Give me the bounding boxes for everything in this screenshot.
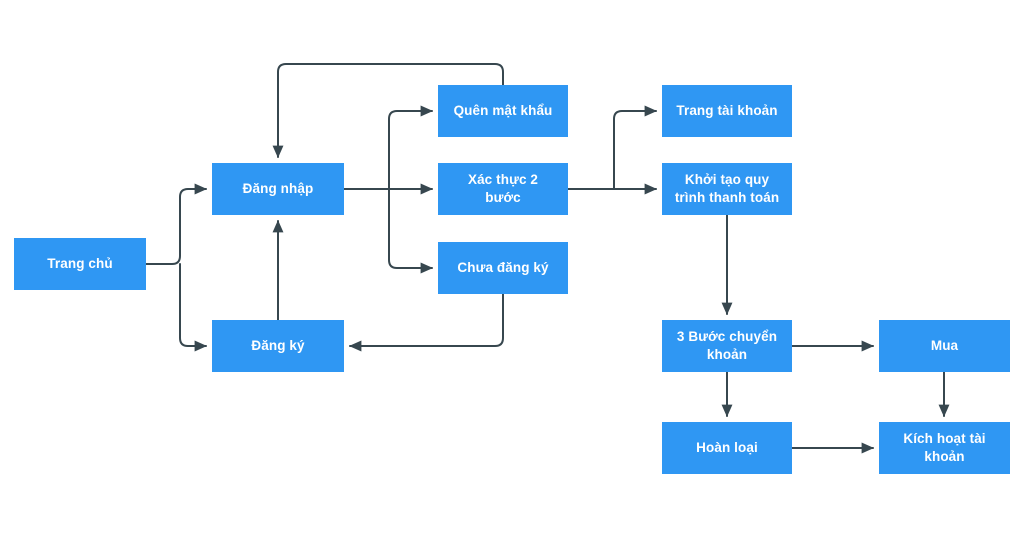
edge-trang-chu-to-dang-nhap [145,183,207,265]
node-khoi-tao-quy-trinh-thanh-toan[interactable]: Khởi tạo quy trình thanh toán [662,163,792,215]
node-kich-hoat-tai-khoan[interactable]: Kích hoạt tài khoản [879,422,1010,474]
node-label: Đăng nhập [242,181,314,197]
node-trang-tai-khoan[interactable]: Trang tài khoản [662,85,792,137]
node-label: Xác thực 2 bước [467,172,539,205]
edge-chua-dang-ky-to-dang-ky [349,293,504,352]
node-label: Khởi tạo quy trình thanh toán [674,172,780,205]
node-dang-ky[interactable]: Đăng ký [212,320,344,372]
node-label: Quên mật khẩu [453,103,553,119]
edge-quen-mat-khau-to-dang-nhap [272,63,504,158]
node-quen-mat-khau[interactable]: Quên mật khẩu [438,85,568,137]
node-dang-nhap[interactable]: Đăng nhập [212,163,344,215]
node-label: 3 Bước chuyển khoản [676,329,778,362]
node-3-buoc-chuyen-khoan[interactable]: 3 Bước chuyển khoản [662,320,792,372]
node-trang-chu[interactable]: Trang chủ [14,238,146,290]
edge-dang-nhap-to-quen-mat-khau [388,105,433,190]
node-label: Mua [930,338,959,354]
edge-dang-nhap-to-chua-dang-ky [388,188,433,274]
node-label: Chưa đăng ký [457,260,549,276]
node-label: Đăng ký [251,338,305,354]
node-mua[interactable]: Mua [879,320,1010,372]
node-xac-thuc-2-buoc[interactable]: Xác thực 2 bước [438,163,568,215]
node-label: Trang tài khoản [676,103,778,119]
node-chua-dang-ky[interactable]: Chưa đăng ký [438,242,568,294]
node-hoan-loai[interactable]: Hoàn loại [662,422,792,474]
node-label: Trang chủ [47,256,113,272]
edge-trang-chu-to-dang-ky [179,263,207,352]
node-label: Kích hoạt tài khoản [903,431,986,464]
node-label: Hoàn loại [696,440,758,456]
edge-xac-thuc-to-trang-tai-khoan [613,105,657,190]
